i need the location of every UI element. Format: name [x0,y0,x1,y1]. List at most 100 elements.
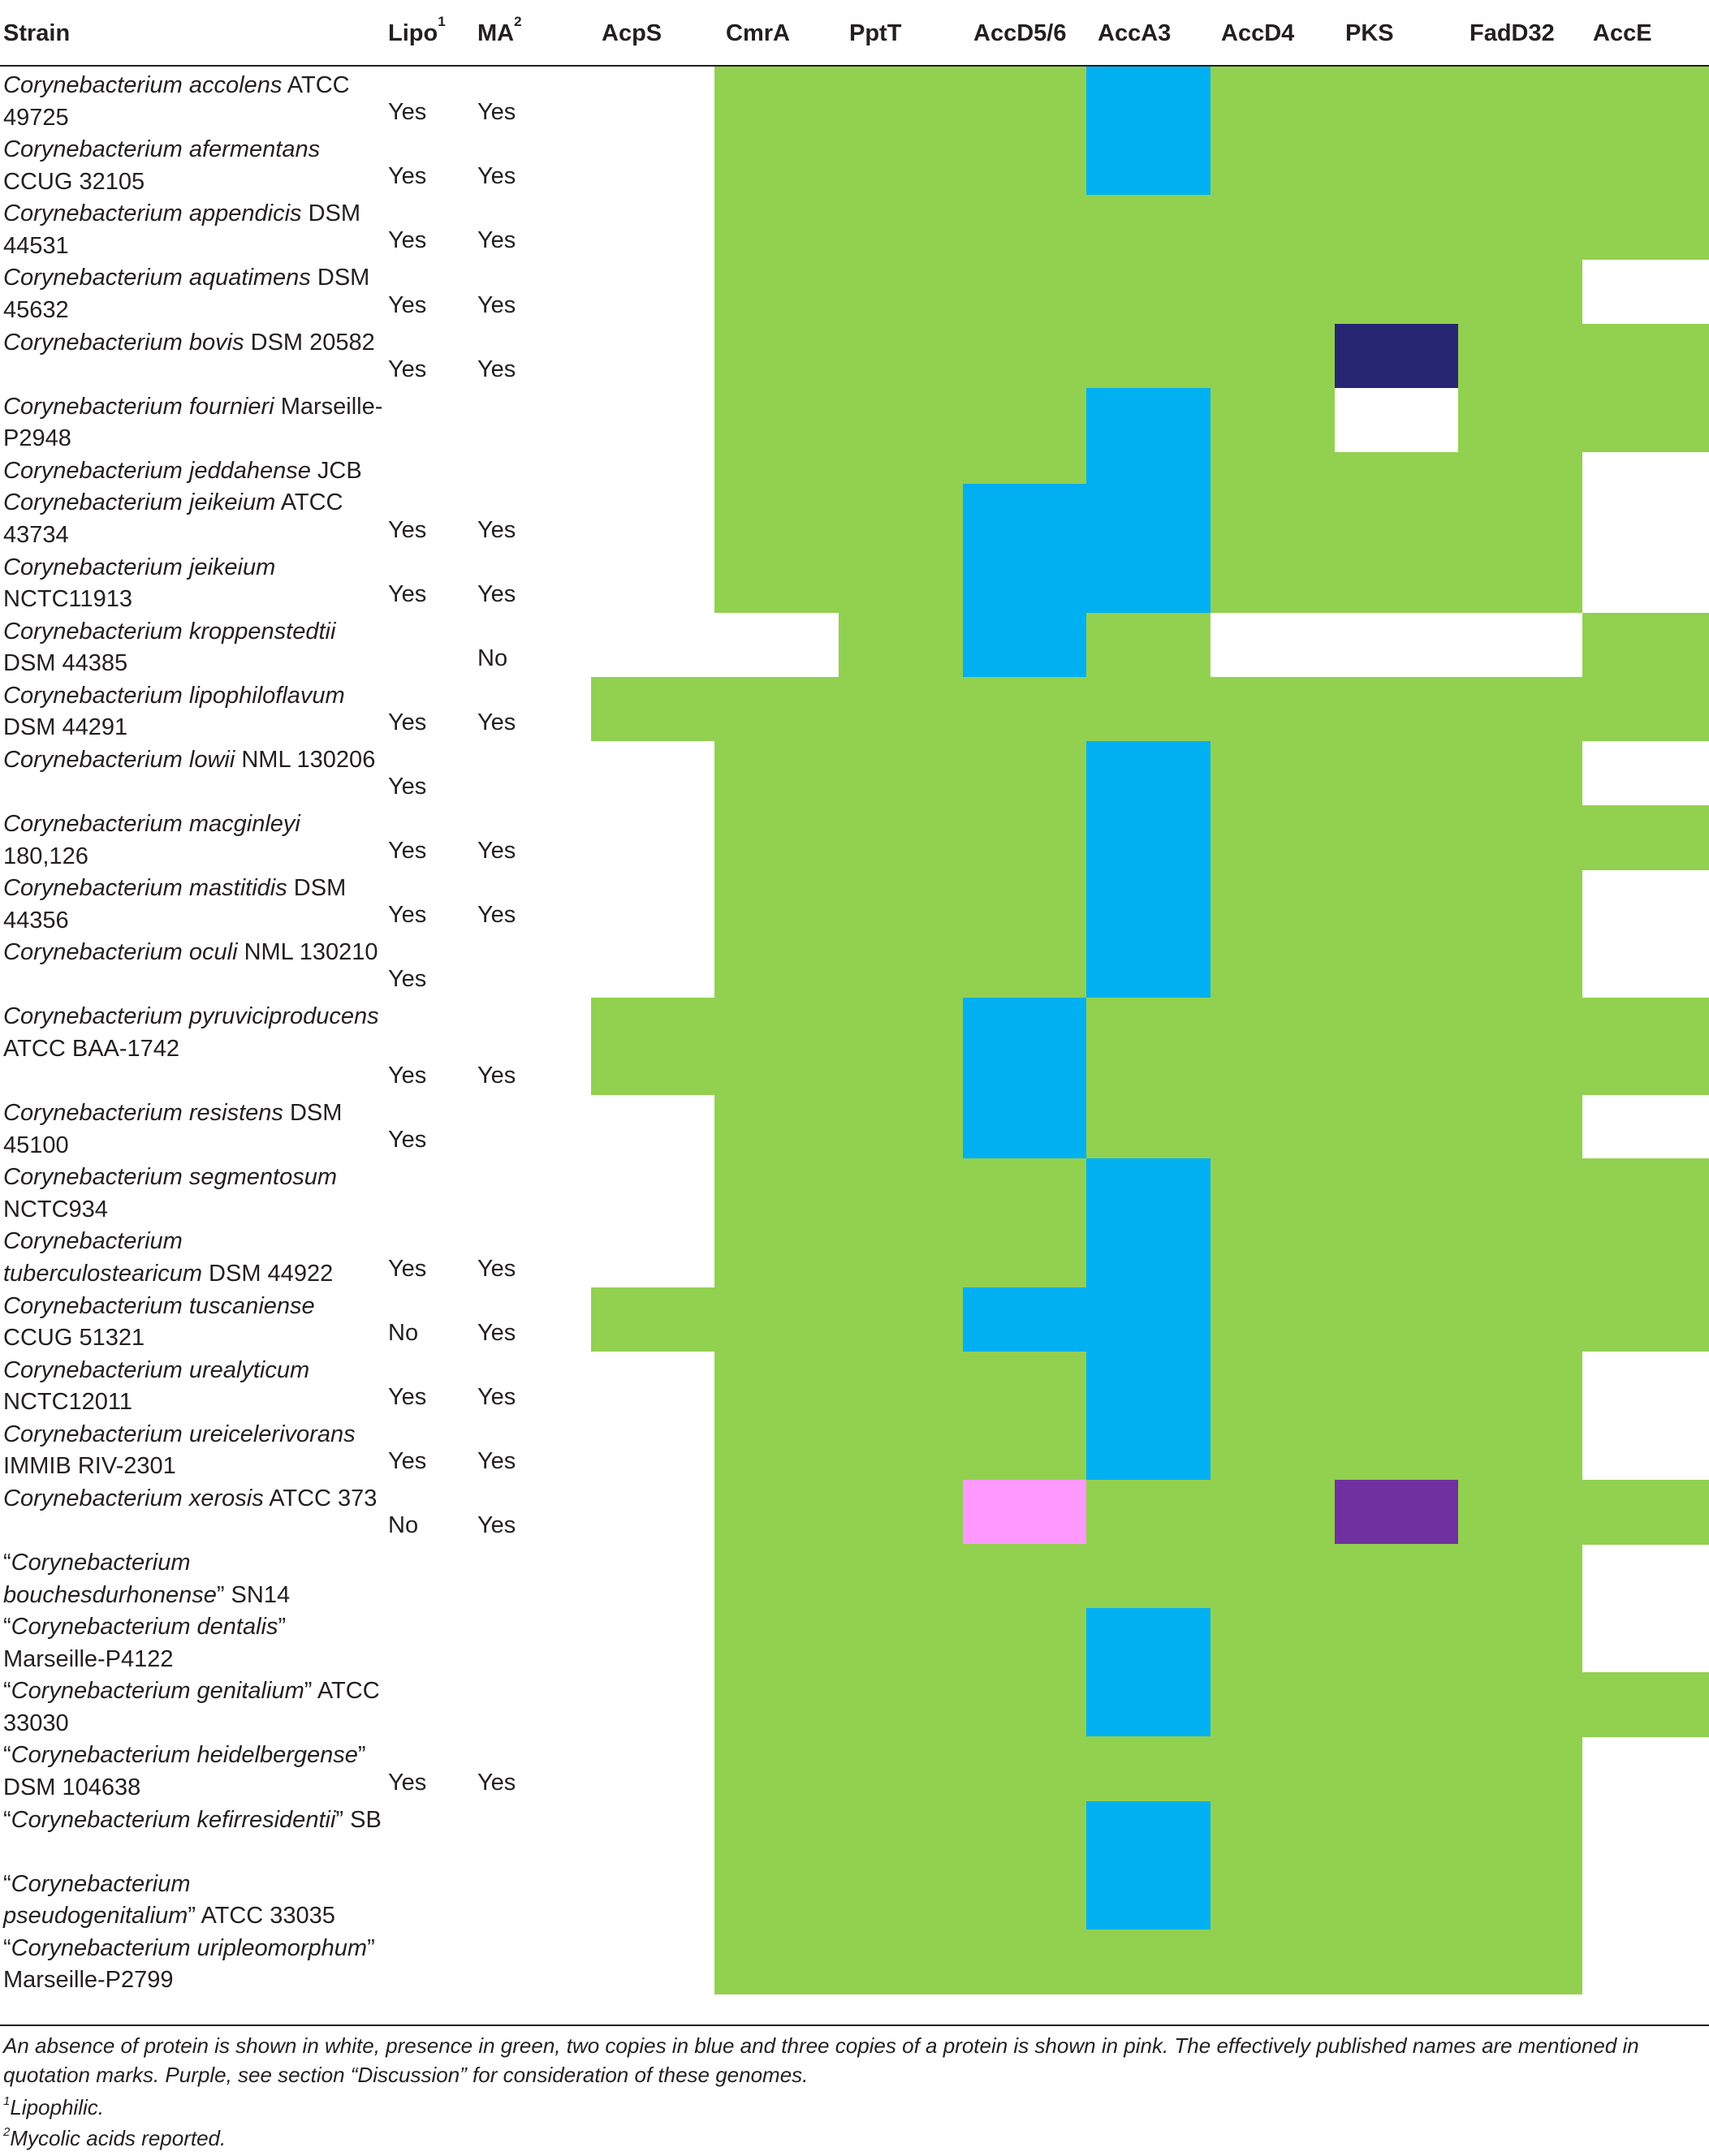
protein-cell [1211,1479,1335,1545]
ma-value: Yes [477,709,516,735]
protein-cell [1458,1544,1582,1609]
protein-cell [1582,676,1709,742]
protein-cell [1086,676,1211,742]
protein-cell [714,548,839,614]
lipo-value: Yes [388,966,427,993]
protein-cell [714,259,839,325]
lipo-value: Yes [388,291,427,318]
protein-cell [963,451,1086,485]
strain-name: Corynebacterium jeikeium ATCC 43734 [3,487,385,551]
protein-cell [714,1865,839,1930]
strain-id: ATCC 49725 [3,72,350,131]
protein-cell [1086,1929,1211,1994]
protein-cell [963,1865,1086,1930]
protein-cell [1211,323,1335,389]
protein-cell [1458,323,1582,389]
protein-cell [714,1736,839,1802]
protein-cell [963,1158,1086,1223]
table-footnote-main: An absence of protein is shown in white,… [3,2033,1639,2087]
protein-cell [1086,1351,1211,1416]
protein-cell [1458,805,1582,870]
strain-species: Corynebacterium afermentans [3,136,321,163]
strain-id: DSM 44291 [3,714,128,741]
strain-name: Corynebacterium afermentans CCUG 32105 [3,134,385,198]
strain-name: “Corynebacterium heidelbergense” DSM 104… [3,1740,385,1804]
protein-cell [963,1287,1086,1352]
protein-cell [1335,195,1458,260]
protein-cell [1335,1415,1458,1481]
protein-cell [963,1351,1086,1416]
protein-cell [1458,1800,1582,1866]
protein-cell [839,1479,963,1545]
protein-cell [1335,998,1458,1095]
protein-cell [1211,131,1335,196]
strain-species: Corynebacterium kefirresidentii [11,1806,336,1833]
strain-name: Corynebacterium jeddahense JCB [3,455,385,488]
strain-name: “Corynebacterium dentalis” Marseille-P41… [3,1611,385,1675]
protein-cell [1086,1158,1211,1223]
protein-cell [839,1929,963,1994]
protein-cell [1086,998,1211,1095]
strain-name: Corynebacterium bovis DSM 20582 [3,327,385,360]
header-protein-pptt: PptT [849,20,902,46]
lipo-value: Yes [388,709,427,735]
lipo-value: Yes [388,1383,427,1410]
protein-cell [1211,1351,1335,1416]
strain-id: NML 130206 [235,746,376,773]
protein-cell [1211,1929,1335,1994]
ma-value: Yes [477,1383,516,1410]
protein-cell [1335,67,1458,132]
protein-cell [1211,1672,1335,1738]
strain-name: Corynebacterium tuscaniense CCUG 51321 [3,1291,385,1355]
lipo-value: Yes [388,356,427,382]
strain-id: DSM 44385 [3,650,128,677]
strain-species: Corynebacterium appendicis [3,201,302,227]
protein-cell [963,131,1086,196]
strain-quote-open: “ [3,1614,11,1641]
protein-cell [1211,1222,1335,1288]
strain-name: Corynebacterium jeikeium NCTC11913 [3,552,385,616]
protein-cell [1335,1158,1458,1223]
protein-cell [1211,195,1335,260]
strain-name: Corynebacterium segmentosum NCTC934 [3,1162,385,1226]
protein-cell [714,1929,839,1994]
strain-id: JCB [310,457,362,484]
strain-id: DSM 20582 [244,329,375,356]
protein-cell [1582,805,1709,870]
protein-cell [1086,451,1211,485]
protein-cell [714,484,839,550]
ma-value: Yes [477,516,516,543]
protein-cell [1086,1672,1211,1738]
header-strain: Strain [3,20,71,46]
protein-cell [1211,1415,1335,1481]
ma-value: No [477,645,508,671]
strain-name: “Corynebacterium bouchesdurhonense” SN14 [3,1547,385,1611]
strain-id: DSM 44531 [3,201,361,259]
strain-id: DSM 45632 [3,265,370,323]
protein-cell [1086,1544,1211,1609]
strain-species: Corynebacterium urealyticum [3,1356,310,1383]
protein-cell [1211,740,1335,806]
protein-cell [1211,1736,1335,1802]
lipo-value: Yes [388,1447,427,1474]
protein-cell [963,676,1086,742]
protein-cell [1335,131,1458,196]
strain-name: Corynebacterium fournieri Marseille-P294… [3,391,385,455]
strain-name: Corynebacterium kroppenstedtii DSM 44385 [3,616,385,680]
protein-cell [714,1544,839,1609]
protein-cell [1211,998,1335,1095]
protein-cell [1458,1351,1582,1416]
protein-cell [1458,1158,1582,1223]
strain-species: Corynebacterium jeikeium [3,489,276,516]
protein-cell [714,1672,839,1738]
protein-cell [1086,805,1211,870]
protein-cell [1211,805,1335,870]
strain-quote-open: “ [3,1550,11,1576]
strain-id: DSM 44922 [202,1260,334,1287]
protein-cell [839,1222,963,1288]
protein-cell [1458,1415,1582,1481]
protein-cell [839,131,963,196]
protein-cell [714,1800,839,1866]
header-protein-accd56: AccD5/6 [973,20,1067,46]
strain-name: “Corynebacterium genitalium” ATCC 33030 [3,1675,385,1740]
